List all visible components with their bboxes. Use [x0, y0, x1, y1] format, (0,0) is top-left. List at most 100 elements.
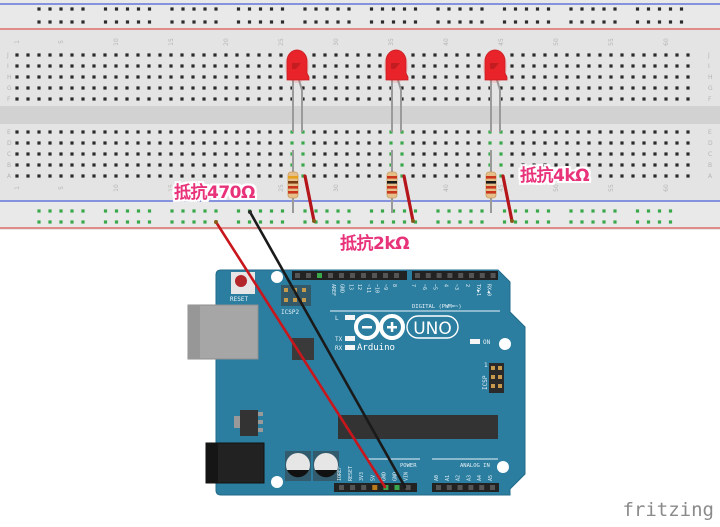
rail-hole: [535, 7, 540, 11]
breadboard-hole: [620, 152, 624, 156]
breadboard-hole: [92, 64, 96, 68]
fritzing-logo: fritzing: [622, 499, 714, 521]
breadboard-hole: [356, 141, 360, 145]
breadboard-hole: [323, 130, 327, 134]
breadboard-hole: [675, 75, 679, 79]
led-3[interactable]: [483, 49, 508, 132]
breadboard-hole: [345, 64, 349, 68]
led-1[interactable]: [285, 49, 310, 132]
jumper-wire-red: [303, 174, 316, 223]
breadboard-hole: [642, 97, 646, 101]
rail-hole: [668, 220, 673, 224]
rail-hole: [314, 7, 318, 11]
breadboard-hole: [268, 97, 272, 101]
breadboard-hole: [422, 53, 426, 57]
breadboard-hole: [147, 97, 151, 101]
rail-hole: [236, 7, 241, 11]
resistor-band: [288, 176, 298, 179]
breadboard-hole: [136, 141, 140, 145]
breadboard-hole: [609, 86, 613, 90]
rail-hole: [402, 220, 407, 224]
breadboard-hole: [257, 53, 261, 57]
breadboard-hole: [125, 141, 129, 145]
breadboard-hole: [103, 86, 107, 90]
breadboard-hole: [323, 152, 327, 156]
wire-5v-red[interactable]: [214, 220, 387, 489]
breadboard-hole: [653, 152, 657, 156]
breadboard-hole: [323, 163, 327, 167]
breadboard-hole: [477, 86, 481, 90]
row-letter: G: [708, 85, 713, 92]
breadboard-hole: [521, 174, 525, 178]
rail-hole: [458, 220, 462, 224]
breadboard-hole: [70, 86, 74, 90]
breadboard-hole: [620, 141, 624, 145]
breadboard-hole: [15, 64, 19, 68]
row-letter: H: [7, 74, 12, 81]
breadboard-hole: [345, 141, 349, 145]
breadboard-hole: [422, 130, 426, 134]
breadboard-hole: [345, 86, 349, 90]
breadboard-hole: [26, 64, 30, 68]
breadboard-hole: [224, 97, 228, 101]
breadboard-hole: [323, 64, 327, 68]
breadboard-hole: [235, 163, 239, 167]
analog-label: ANALOG IN: [460, 463, 490, 469]
digital-pin-label: ~10: [374, 284, 380, 293]
rail-hole: [591, 7, 595, 11]
breadboard-hole: [532, 64, 536, 68]
wire-gnd-black[interactable]: [248, 210, 407, 489]
breadboard-hole: [301, 152, 305, 156]
breadboard-hole: [565, 75, 569, 79]
resistor-r3[interactable]: [485, 150, 514, 223]
resistor-body: [287, 171, 299, 199]
breadboard-hole: [466, 163, 470, 167]
breadboard-hole: [15, 163, 19, 167]
breadboard-hole: [598, 86, 602, 90]
breadboard-hole: [378, 64, 382, 68]
breadboard-hole: [466, 97, 470, 101]
jumper-end: [312, 219, 316, 223]
breadboard-hole: [554, 75, 558, 79]
power-pin-label: IOREF: [337, 466, 343, 481]
icsp2-pin: [302, 288, 306, 292]
row-letter: B: [708, 162, 712, 169]
breadboard-hole: [532, 174, 536, 178]
breadboard-hole: [191, 64, 195, 68]
breadboard-hole: [59, 86, 63, 90]
led-leg-anode: [496, 79, 501, 132]
breadboard-hole: [664, 130, 668, 134]
breadboard-hole: [510, 163, 514, 167]
breadboard-hole: [92, 97, 96, 101]
breadboard-hole: [345, 97, 349, 101]
breadboard-hole: [26, 152, 30, 156]
rail-hole: [668, 20, 673, 24]
rail-hole: [280, 7, 285, 11]
breadboard-hole: [70, 130, 74, 134]
breadboard-hole: [103, 174, 107, 178]
led-2[interactable]: [384, 49, 409, 132]
rail-hole: [269, 209, 274, 213]
reset-button[interactable]: [235, 275, 247, 287]
breadboard-hole: [235, 86, 239, 90]
resistor-r2[interactable]: [386, 150, 415, 223]
resistor-band: [288, 181, 298, 184]
rail-hole: [436, 209, 440, 213]
breadboard-hole: [334, 86, 338, 90]
rail-hole: [546, 7, 551, 11]
rail-hole: [37, 7, 41, 11]
breadboard-hole: [609, 130, 613, 134]
digital-pin-label: ~6: [421, 284, 427, 290]
breadboard-hole: [224, 130, 228, 134]
resistor-band: [486, 176, 496, 179]
breadboard-hole: [620, 97, 624, 101]
breadboard-hole: [455, 75, 459, 79]
resistor-r1[interactable]: [287, 150, 316, 223]
breadboard-hole: [59, 75, 63, 79]
breadboard-hole: [664, 86, 668, 90]
digital-pin-label: ~3: [453, 284, 459, 290]
status-led: [345, 345, 355, 350]
breadboard-hole: [257, 130, 261, 134]
column-number: 20: [223, 184, 230, 192]
rail-hole: [380, 20, 385, 24]
